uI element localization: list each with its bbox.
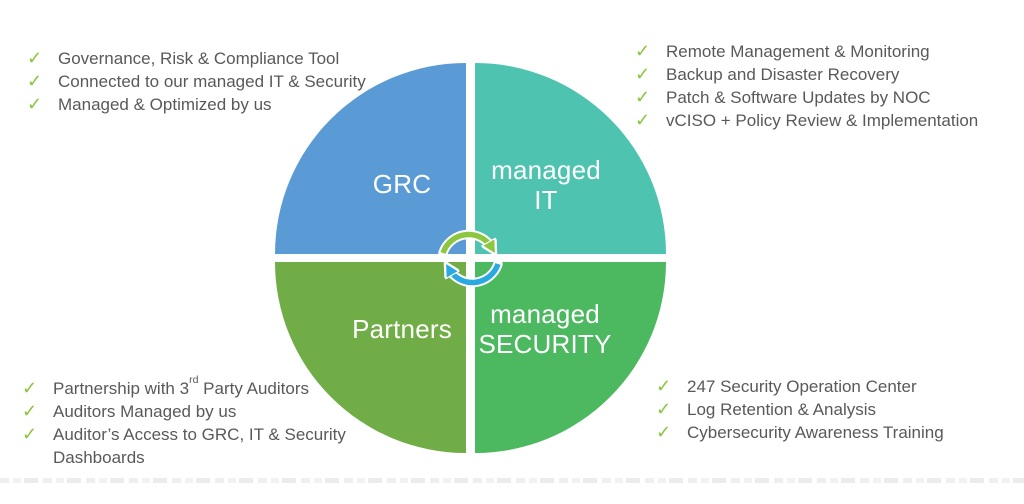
check-icon: ✓ (22, 378, 38, 398)
list-item-label: Patch & Software Updates by NOC (666, 88, 931, 107)
check-icon: ✓ (635, 110, 651, 130)
check-icon: ✓ (22, 401, 38, 421)
grc-checklist: ✓ Governance, Risk & Compliance Tool ✓ C… (27, 47, 366, 116)
ordinal-superscript: rd (189, 373, 199, 386)
list-item: ✓ Remote Management & Monitoring (635, 40, 978, 63)
list-item: ✓ vCISO + Policy Review & Implementation (635, 109, 978, 132)
check-icon: ✓ (27, 71, 43, 91)
quadrant-managed-it: managed IT (475, 63, 666, 254)
list-item-label: Managed & Optimized by us (58, 95, 272, 114)
list-item: ✓ 247 Security Operation Center (656, 375, 944, 398)
check-icon: ✓ (635, 87, 651, 107)
check-icon: ✓ (27, 48, 43, 68)
list-item-label: Partnership with 3rd Party Auditors (53, 373, 310, 400)
quadrant-managed-security: managed SECURITY (475, 262, 666, 453)
partners-checklist: ✓ Partnership with 3rd Party Auditors ✓ … (22, 373, 346, 469)
check-icon: ✓ (656, 376, 672, 396)
list-item-label: Governance, Risk & Compliance Tool (58, 49, 340, 68)
quadrant-managed-it-label: managed IT (491, 155, 601, 215)
list-item-label: Auditors Managed by us (53, 402, 237, 421)
list-item-label: Log Retention & Analysis (687, 400, 877, 419)
quadrant-grc-label: GRC (372, 169, 432, 200)
quadrant-managed-security-label: managed SECURITY (478, 299, 612, 359)
cycle-arrows (438, 229, 503, 288)
cycle-arrow-blue (449, 259, 503, 288)
list-item-text-post: Party Auditors (198, 379, 310, 398)
check-icon: ✓ (635, 41, 651, 61)
list-item-label: 247 Security Operation Center (687, 377, 917, 396)
quadrant-partners-label: Partners (352, 314, 452, 345)
list-item-label: vCISO + Policy Review & Implementation (666, 111, 979, 130)
managed-security-checklist: ✓ 247 Security Operation Center ✓ Log Re… (656, 375, 944, 444)
list-item: ✓ Patch & Software Updates by NOC (635, 86, 978, 109)
check-icon: ✓ (656, 422, 672, 442)
list-item: ✓ Auditors Managed by us (22, 400, 346, 423)
list-item-label: Remote Management & Monitoring (666, 42, 930, 61)
list-item-label: Auditor’s Access to GRC, IT & Security D… (53, 425, 346, 467)
list-item: ✓ Governance, Risk & Compliance Tool (27, 47, 366, 70)
list-item: ✓ Log Retention & Analysis (656, 398, 944, 421)
list-item: ✓ Partnership with 3rd Party Auditors (22, 373, 346, 400)
managed-it-checklist: ✓ Remote Management & Monitoring ✓ Backu… (635, 40, 978, 132)
bottom-cropped-artifact (0, 478, 1024, 483)
check-icon: ✓ (22, 424, 38, 444)
list-item: ✓ Auditor’s Access to GRC, IT & Security… (22, 423, 346, 469)
check-icon: ✓ (635, 64, 651, 84)
list-item: ✓ Backup and Disaster Recovery (635, 63, 978, 86)
list-item: ✓ Cybersecurity Awareness Training (656, 421, 944, 444)
list-item: ✓ Connected to our managed IT & Security (27, 70, 366, 93)
list-item-label: Cybersecurity Awareness Training (687, 423, 944, 442)
list-item: ✓ Managed & Optimized by us (27, 93, 366, 116)
list-item-label: Backup and Disaster Recovery (666, 65, 900, 84)
check-icon: ✓ (656, 399, 672, 419)
list-item-label: Connected to our managed IT & Security (58, 72, 366, 91)
check-icon: ✓ (27, 94, 43, 114)
list-item-text-pre: Partnership with 3 (53, 379, 190, 398)
cycle-arrow-green (438, 229, 492, 258)
